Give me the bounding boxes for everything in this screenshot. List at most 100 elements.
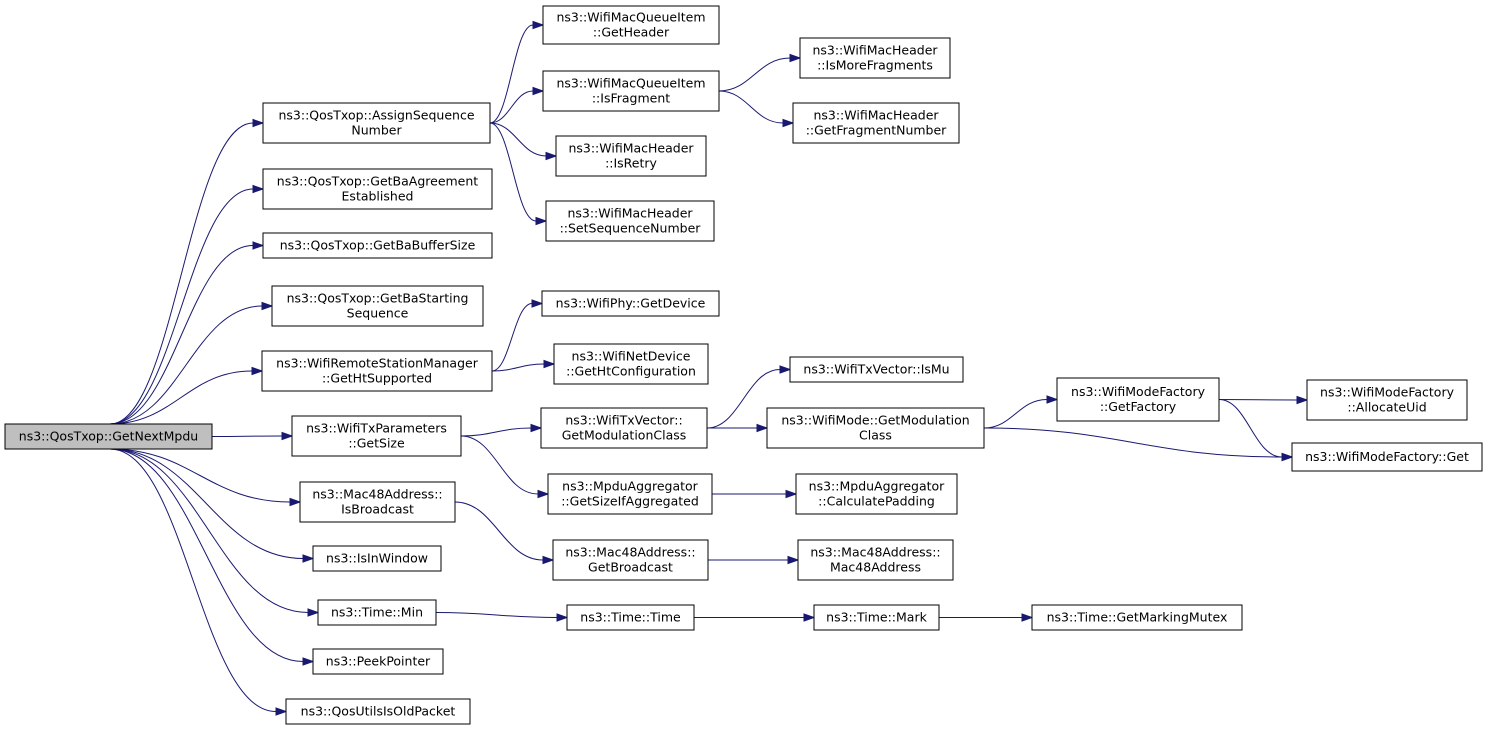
node-label: Class <box>859 428 892 443</box>
edge-line <box>983 427 1283 458</box>
node-box <box>285 698 471 725</box>
node-isfrag[interactable]: ns3::WifiMacQueueItem::IsFragment <box>542 70 720 112</box>
arrowhead <box>785 489 798 499</box>
edge-line <box>109 188 254 425</box>
node-getbcast[interactable]: ns3::Mac48Address::GetBroadcast <box>552 539 709 581</box>
edge-timemin-to-timetime <box>435 612 569 622</box>
node-label: ns3::WifiModeFactory <box>1320 385 1455 400</box>
node-label: ns3::WifiPhy::GetDevice <box>556 296 706 311</box>
edge-line <box>718 90 784 124</box>
edge-timetime-to-timemark <box>693 613 816 622</box>
node-box <box>262 168 493 210</box>
edge-assign-to-setseq <box>489 122 548 226</box>
edge-line <box>460 427 532 437</box>
node-box <box>1291 442 1483 472</box>
node-moref[interactable]: ns3::WifiMacHeader::IsMoreFragments <box>799 37 951 79</box>
node-label: ns3::WifiTxVector::IsMu <box>803 362 949 377</box>
edge-line <box>109 448 304 662</box>
node-box <box>542 5 720 45</box>
node-timemark[interactable]: ns3::Time::Mark <box>813 604 940 631</box>
node-label: ::GetSize <box>348 436 405 451</box>
node-box <box>271 285 484 327</box>
node-macctor[interactable]: ns3::Mac48Address::Mac48Address <box>797 539 954 581</box>
edge-line <box>1218 399 1298 401</box>
node-babuf[interactable]: ns3::QosTxop::GetBaBufferSize <box>262 232 493 259</box>
edge-isbcast-to-getbcast <box>454 501 555 565</box>
node-label: ns3::IsInWindow <box>326 551 428 566</box>
node-label: ::AllocateUid <box>1347 400 1426 415</box>
node-setseq[interactable]: ns3::WifiMacHeader::SetSequenceNumber <box>545 200 715 242</box>
node-label: ::GetHeader <box>593 25 670 40</box>
node-box <box>797 539 954 581</box>
node-label: ns3::WifiRemoteStationManager <box>276 356 479 371</box>
edge-txsize-to-modclass <box>460 423 543 437</box>
edge-assign-to-isretry <box>489 122 558 161</box>
node-label: ns3::WifiMacQueueItem <box>556 10 705 25</box>
edge-line <box>1218 399 1283 458</box>
node-txsize[interactable]: ns3::WifiTxParameters::GetSize <box>291 415 462 457</box>
node-modclass[interactable]: ns3::WifiTxVector::GetModulationClass <box>540 407 708 449</box>
node-timetime[interactable]: ns3::Time::Time <box>566 604 695 631</box>
edge-line <box>109 245 254 425</box>
node-box <box>545 200 715 242</box>
node-calcpad[interactable]: ns3::MpduAggregator::CalculatePadding <box>795 473 958 515</box>
node-isretry[interactable]: ns3::WifiMacHeader::IsRetry <box>555 135 707 177</box>
node-timemin[interactable]: ns3::Time::Min <box>317 599 437 626</box>
node-getfactory[interactable]: ns3::WifiModeFactory::GetFactory <box>1056 377 1220 422</box>
edge-line <box>109 448 291 503</box>
node-markmutex[interactable]: ns3::Time::GetMarkingMutex <box>1031 604 1243 631</box>
node-fragnum[interactable]: ns3::WifiMacHeader::GetFragmentNumber <box>792 102 960 144</box>
node-box <box>799 37 951 79</box>
arrowhead <box>779 365 792 374</box>
node-htsupp[interactable]: ns3::WifiRemoteStationManager::GetHtSupp… <box>261 350 493 392</box>
arrowhead <box>532 20 545 30</box>
edge-line <box>491 303 533 372</box>
arrowhead <box>1046 395 1059 404</box>
arrowhead <box>789 53 802 63</box>
node-ismu[interactable]: ns3::WifiTxVector::IsMu <box>789 356 964 383</box>
node-box <box>792 102 960 144</box>
node-htconf[interactable]: ns3::WifiNetDevice::GetHtConfiguration <box>553 343 709 385</box>
node-label: ::GetFragmentNumber <box>806 123 947 138</box>
node-factget[interactable]: ns3::WifiModeFactory::Get <box>1291 442 1483 472</box>
node-label: ns3::PeekPointer <box>326 654 431 669</box>
node-sizeagg[interactable]: ns3::MpduAggregator::GetSizeIfAggregated <box>547 473 713 515</box>
node-root[interactable]: ns3::QosTxop::GetNextMpdu <box>4 423 213 450</box>
node-inwindow[interactable]: ns3::IsInWindow <box>312 545 442 572</box>
call-edges <box>109 20 1309 716</box>
edge-root-to-timemin <box>109 448 320 617</box>
arrowhead <box>782 118 795 128</box>
arrowhead <box>530 423 543 433</box>
edge-root-to-isbcast <box>109 448 302 507</box>
arrowhead <box>252 241 265 250</box>
edge-htsupp-to-htconf <box>491 359 556 372</box>
node-label: ns3::Time::Time <box>580 610 681 625</box>
node-getdevice[interactable]: ns3::WifiPhy::GetDevice <box>541 290 720 317</box>
node-label: Number <box>351 123 402 138</box>
node-box <box>312 648 444 675</box>
node-isbcast[interactable]: ns3::Mac48Address::IsBroadcast <box>299 481 456 523</box>
node-getheader[interactable]: ns3::WifiMacQueueItem::GetHeader <box>542 5 720 45</box>
node-oldpkt[interactable]: ns3::QosUtilsIsOldPacket <box>285 698 471 725</box>
node-label: ::GetFactory <box>1100 399 1177 414</box>
node-label: ::GetHtSupported <box>322 371 432 386</box>
edge-root-to-htsupp <box>109 366 264 425</box>
node-peek[interactable]: ns3::PeekPointer <box>312 648 444 675</box>
node-label: GetModulationClass <box>562 428 687 443</box>
edge-timemark-to-markmutex <box>938 613 1034 622</box>
node-box <box>262 232 493 259</box>
arrowhead <box>787 555 800 565</box>
node-label: ns3::WifiMacHeader <box>568 141 694 156</box>
node-label: Sequence <box>347 306 409 321</box>
edge-root-to-babuf <box>109 241 265 425</box>
node-label: ns3::WifiNetDevice <box>572 349 691 364</box>
edge-getbcast-to-macctor <box>708 555 800 565</box>
node-allocuid[interactable]: ns3::WifiModeFactory::AllocateUid <box>1306 379 1468 421</box>
node-wmmodclass[interactable]: ns3::WifiMode::GetModulationClass <box>766 407 985 449</box>
edge-root-to-bastart <box>109 301 274 425</box>
node-label: ns3::WifiMacQueueItem <box>556 76 705 91</box>
